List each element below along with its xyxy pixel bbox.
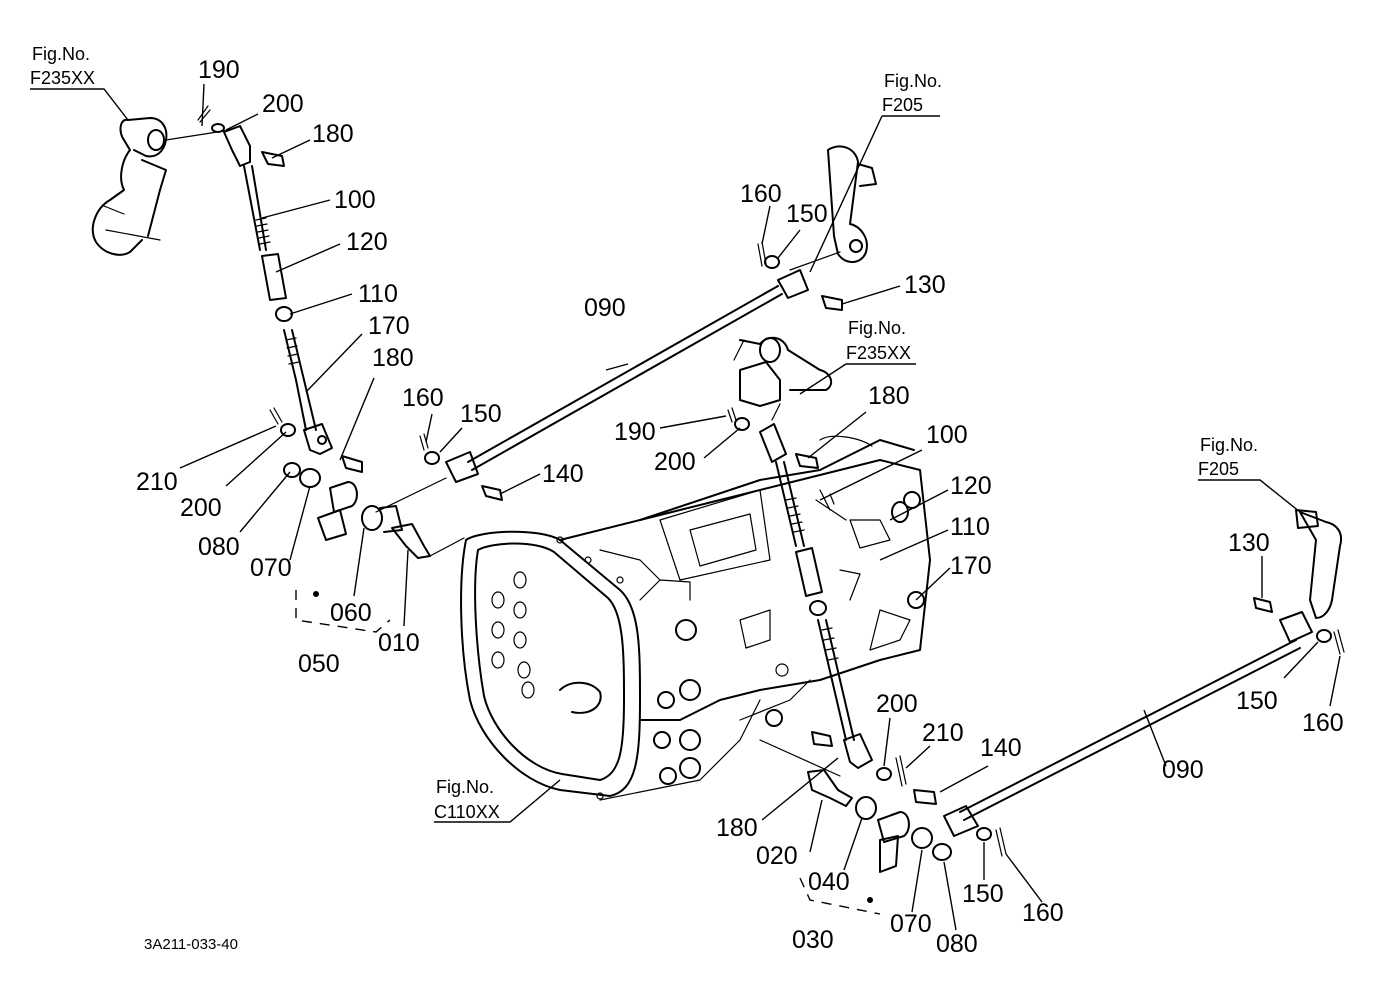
part-label: 180: [868, 382, 910, 410]
figref-code-f205-a: F205: [882, 95, 923, 115]
part-label: 100: [334, 186, 376, 214]
part-label: 120: [950, 472, 992, 500]
part-label: 150: [786, 200, 828, 228]
transmission-case: [460, 435, 931, 801]
lower-right-lever: [1253, 509, 1345, 655]
part-label: 180: [372, 344, 414, 372]
part-label: 190: [614, 418, 656, 446]
part-label: 200: [654, 448, 696, 476]
figref-code-f235xx-a: F235XX: [30, 68, 95, 88]
upper-left-shaft-assembly: [283, 462, 465, 633]
figref-code-f235xx-b: F235XX: [846, 343, 911, 363]
part-label: 060: [330, 599, 372, 627]
figref-title-f235xx-b: Fig.No.: [848, 318, 906, 338]
part-label: 200: [262, 90, 304, 118]
figref-title-f205-a: Fig.No.: [884, 71, 942, 91]
part-label: 210: [136, 468, 178, 496]
part-label: 200: [180, 494, 222, 522]
upper-right-lever: [757, 145, 877, 311]
upper-left-pedal-bracket: [91, 117, 231, 256]
upper-left-rod-assembly: [197, 105, 363, 473]
part-label: 210: [922, 719, 964, 747]
part-label: 050: [298, 650, 340, 678]
part-label: 040: [808, 868, 850, 896]
part-label: 080: [936, 930, 978, 958]
part-number-labels: 190 200 180 100 120 110 170 180 210 200 …: [136, 56, 1344, 958]
part-label: 090: [1162, 756, 1204, 784]
part-label: 070: [250, 554, 292, 582]
part-label: 140: [542, 460, 584, 488]
part-label: 110: [950, 513, 990, 541]
leader-lines: [30, 83, 1341, 931]
part-label: 010: [378, 629, 420, 657]
part-label: 180: [312, 120, 354, 148]
figref-title-f205-b: Fig.No.: [1200, 435, 1258, 455]
part-label: 020: [756, 842, 798, 870]
drawing-code: 3A211-033-40: [144, 936, 238, 953]
figref-code-c110xx: C110XX: [434, 802, 500, 822]
part-label: 130: [904, 271, 946, 299]
part-label: 180: [716, 814, 758, 842]
part-label: 160: [402, 384, 444, 412]
part-label: 150: [460, 400, 502, 428]
part-label: 160: [1302, 709, 1344, 737]
part-label: 200: [876, 690, 918, 718]
lower-shaft-assembly: [759, 739, 952, 915]
part-label: 170: [950, 552, 992, 580]
part-label: 160: [740, 180, 782, 208]
figref-title-c110xx: Fig.No.: [436, 777, 494, 797]
part-label: 030: [792, 926, 834, 954]
middle-rod-assembly: [727, 407, 873, 769]
part-label: 100: [926, 421, 968, 449]
part-label: 190: [198, 56, 240, 84]
middle-pedal-bracket: [733, 336, 833, 421]
part-label: 140: [980, 734, 1022, 762]
upper-rod-090: [375, 285, 783, 513]
part-label: 150: [962, 880, 1004, 908]
figref-title-f235xx-a: Fig.No.: [32, 44, 90, 64]
part-label: 120: [346, 228, 388, 256]
figref-code-f205-b: F205: [1198, 459, 1239, 479]
part-label: 080: [198, 533, 240, 561]
part-label: 090: [584, 294, 626, 322]
lower-rod-090: [943, 639, 1301, 857]
part-label: 110: [358, 280, 398, 308]
part-label: 070: [890, 910, 932, 938]
part-label: 160: [1022, 899, 1064, 927]
part-label: 170: [368, 312, 410, 340]
part-label: 150: [1236, 687, 1278, 715]
part-label: 130: [1228, 529, 1270, 557]
